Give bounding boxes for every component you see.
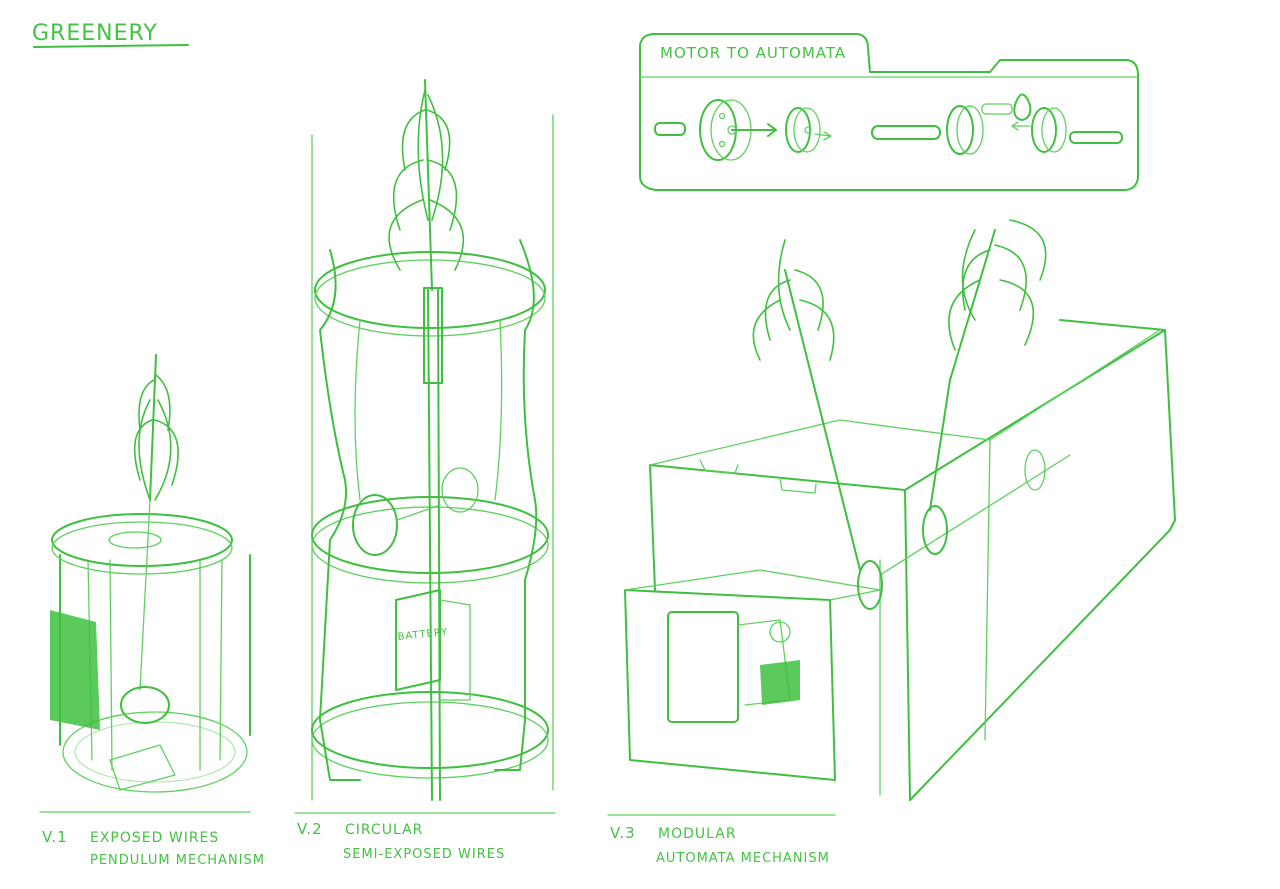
motor-shaft (655, 123, 685, 135)
battery-label: BATTERY (397, 627, 449, 643)
cam-assembly (947, 95, 1122, 155)
caption-v2-id: V.2 (297, 820, 323, 838)
drive-rod (872, 126, 940, 139)
caption-v2-line1: CIRCULAR (345, 822, 423, 838)
caption-v3-line2: AUTOMATA MECHANISM (656, 851, 830, 866)
sketch-v1 (50, 355, 250, 792)
caption-v3-line1: MODULAR (658, 826, 737, 842)
caption-v3-id: V.3 (610, 824, 636, 842)
caption-v1-line2: PENDULUM MECHANISM (90, 853, 265, 868)
gear-large (700, 100, 776, 160)
page-title: GREENERY (32, 21, 158, 46)
inset-title: MOTOR TO AUTOMATA (660, 44, 846, 62)
caption-v2: V.2 CIRCULAR SEMI-EXPOSED WIRES (295, 813, 555, 862)
caption-v1-line1: EXPOSED WIRES (90, 830, 219, 846)
caption-v3: V.3 MODULAR AUTOMATA MECHANISM (608, 815, 835, 866)
caption-v2-line2: SEMI-EXPOSED WIRES (343, 847, 505, 862)
caption-v1: V.1 EXPOSED WIRES PENDULUM MECHANISM (40, 812, 265, 868)
sketch-v2: BATTERY (312, 80, 553, 800)
caption-v1-id: V.1 (42, 828, 68, 846)
motor-to-automata-inset: MOTOR TO AUTOMATA (640, 34, 1138, 190)
gear-small (786, 108, 831, 152)
sketch-v3 (625, 220, 1175, 800)
